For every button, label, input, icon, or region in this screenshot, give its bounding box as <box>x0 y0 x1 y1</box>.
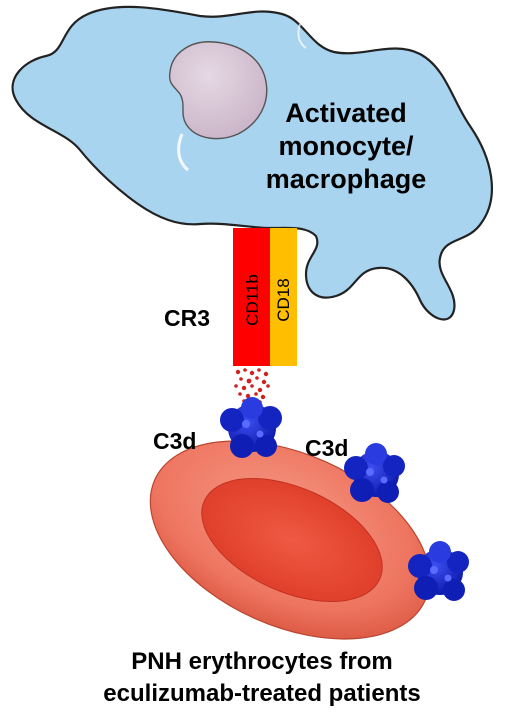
erythrocyte <box>149 440 431 640</box>
membrane-fold <box>177 133 190 172</box>
cd11b-label: CD11b <box>243 274 262 326</box>
c3d-label-left: C3d <box>153 428 196 454</box>
c3d-label-right: C3d <box>305 435 348 461</box>
cd11b-subunit <box>233 228 270 366</box>
caption-line-1: PNH erythrocytes from <box>131 648 392 675</box>
membrane-fold-2 <box>297 23 307 49</box>
cell-label-line-1: Activated <box>285 98 407 128</box>
caption-line-2: eculizumab-treated patients <box>103 680 420 707</box>
cell-label-line-3: macrophage <box>266 164 427 194</box>
c3d-protein-lower <box>408 541 469 601</box>
cell-label-line-2: monocyte/ <box>278 131 414 161</box>
cell-body <box>11 5 493 321</box>
cr3-receptor: CD11b CD18 <box>233 228 297 366</box>
cd18-subunit <box>270 228 297 366</box>
nucleus <box>168 41 268 140</box>
erythrocyte-center <box>201 478 383 602</box>
cd18-label: CD18 <box>274 278 293 321</box>
c3d-protein-top <box>220 397 282 458</box>
macrophage-cell <box>11 5 493 321</box>
c3d-protein-right <box>344 443 405 503</box>
cr3-label: CR3 <box>164 305 210 331</box>
